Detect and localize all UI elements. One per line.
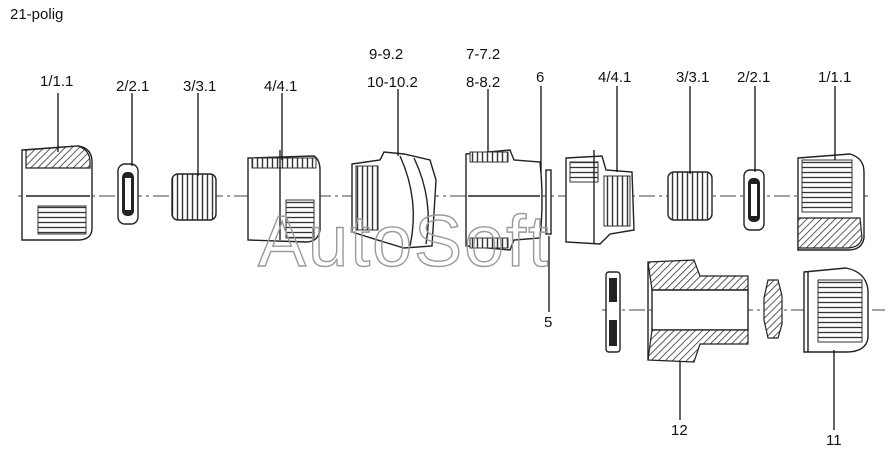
label-1-1-left: 1/1.1 [40, 73, 73, 90]
label-11: 11 [826, 432, 842, 449]
cap-nut-right [797, 153, 865, 251]
diagram-title: 21-polig [10, 6, 63, 23]
label-2-2-1-left: 2/2.1 [116, 78, 149, 95]
label-5: 5 [544, 314, 552, 331]
cap-nut-11 [803, 267, 869, 353]
label-9-9-2: 9-9.2 [369, 46, 403, 63]
label-2-2-1-right: 2/2.1 [737, 69, 770, 86]
label-6: 6 [536, 69, 544, 86]
label-8-8-2: 8-8.2 [466, 74, 500, 91]
clamp-cage-left [247, 150, 321, 243]
grommet-insert-left [171, 173, 217, 221]
seal-ring-right [743, 169, 765, 231]
label-7-7-2: 7-7.2 [466, 46, 500, 63]
seal-ring-left [117, 163, 139, 225]
hex-nut-7-8 [465, 149, 543, 251]
small-seal-ring-lower [763, 279, 783, 339]
reducer-body-12 [647, 259, 749, 363]
label-3-3-1-left: 3/3.1 [183, 78, 216, 95]
thin-washer-6 [545, 169, 552, 235]
label-4-4-1-left: 4/4.1 [264, 78, 297, 95]
watermark: AutoSoft [258, 202, 550, 282]
label-10-10-2: 10-10.2 [367, 74, 418, 91]
label-12: 12 [671, 422, 688, 439]
grommet-insert-right [667, 171, 713, 221]
label-4-4-1-right: 4/4.1 [598, 69, 631, 86]
clamp-cage-right [565, 150, 635, 245]
label-3-3-1-right: 3/3.1 [676, 69, 709, 86]
label-1-1-right: 1/1.1 [818, 69, 851, 86]
housing-body-9-10 [351, 151, 437, 249]
flat-seal-5 [605, 271, 621, 353]
cap-nut-left [21, 145, 93, 241]
leader-lines [57, 86, 836, 430]
